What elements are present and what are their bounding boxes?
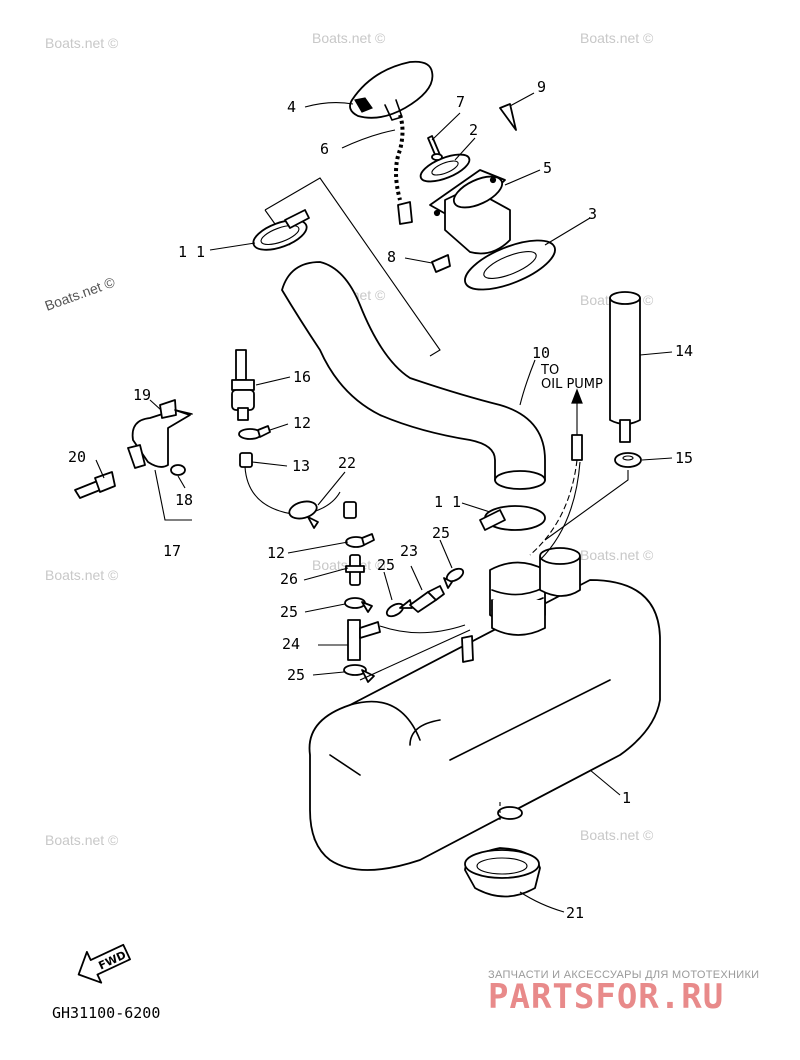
gasket-3 [464,239,556,291]
callout-25-upper-left: 25 [280,603,298,621]
clip-8 [431,254,451,273]
clamp-25-3 [385,599,413,618]
callout-21: 21 [566,904,584,922]
callout-25-right: 25 [432,524,450,542]
callout-1: 1 [622,789,631,807]
filler-hose-part [281,261,546,490]
callout-2: 2 [469,121,478,139]
callout-6: 6 [320,140,329,158]
filler-cap-part [349,60,434,121]
watermark: Boats.net © [45,832,119,848]
callout-16: 16 [293,368,311,386]
callout-15: 15 [675,449,693,467]
callout-9: 9 [537,78,546,96]
note-oil-pump: OIL PUMP [541,377,603,392]
callout-18: 18 [175,491,193,509]
drain-cap-21 [464,847,541,898]
clamp-22 [288,500,319,529]
clamp-25-4 [443,567,465,589]
oil-pump-line [529,388,583,561]
tee-joint-24 [347,619,381,661]
callout-14: 14 [675,342,693,360]
fwd-arrow-icon: FWD [77,943,131,984]
clamp-band-17 [127,399,193,521]
callout-23: 23 [400,542,418,560]
clamp-12-lower [345,533,375,548]
clamp-12-upper [238,425,271,440]
clamp-11-upper [252,209,310,251]
diagram-code: GH31100-6200 [52,1004,160,1022]
callout-22: 22 [338,454,356,472]
check-valve-23 [409,585,445,613]
callout-11-lower: 1 1 [434,493,461,511]
bolt-20 [74,471,116,499]
callout-17: 17 [163,542,181,560]
screw-9 [499,103,517,131]
callout-11-upper: 1 1 [178,243,205,261]
callout-25-mid: 25 [377,556,395,574]
callout-5: 5 [543,159,552,177]
oil-tank-part [308,579,661,871]
callout-10: 10 [532,344,550,362]
callout-4: 4 [287,98,296,116]
partsfor-tagline: ЗАПЧАСТИ И АКСЕССУАРЫ ДЛЯ МОТОТЕХНИКИ [488,969,759,981]
callout-26: 26 [280,570,298,588]
watermark: Boats.net © [580,547,654,563]
watermark: Boats.net © [312,557,386,573]
fitting-16 [231,349,255,421]
clamp-25-2 [343,664,375,683]
hose-from-tee [359,624,471,681]
callouts: 4 7 9 6 2 5 3 1 1 8 10 TO OIL PUMP 14 16… [68,78,693,922]
callout-12-upper: 12 [293,414,311,432]
screw-7 [427,135,443,161]
partsfor-logo: PARTSFOR.RU [488,977,724,1017]
watermark: Boats.net © [45,567,119,583]
callout-24: 24 [282,635,300,653]
watermark: Boats.net © [580,827,654,843]
tank-filler-neck [461,547,581,663]
clamp-11-lower [479,505,546,531]
filler-adapter-part [429,169,511,255]
watermark: Boats.net © [312,30,386,46]
watermark: Boats.net © [43,273,118,313]
note-to: TO [540,363,559,378]
partsfor-watermark: ЗАПЧАСТИ И АКСЕССУАРЫ ДЛЯ МОТОТЕХНИКИ PA… [488,969,759,1017]
callout-20: 20 [68,448,86,466]
leader-lines [95,92,673,913]
callout-7: 7 [456,93,465,111]
grommet-15 [614,452,642,468]
leader-15-tank [544,470,629,541]
callout-13: 13 [292,457,310,475]
watermark: Boats.net © [45,35,119,51]
pipe-14 [609,291,641,443]
callout-12-lower: 12 [267,544,285,562]
callout-3: 3 [588,205,597,223]
cap-chain [394,114,413,225]
callout-19: 19 [133,386,151,404]
callout-25-lower-left: 25 [287,666,305,684]
clamp-25-1 [344,597,373,613]
callout-8: 8 [387,248,396,266]
watermark: Boats.net © [580,30,654,46]
